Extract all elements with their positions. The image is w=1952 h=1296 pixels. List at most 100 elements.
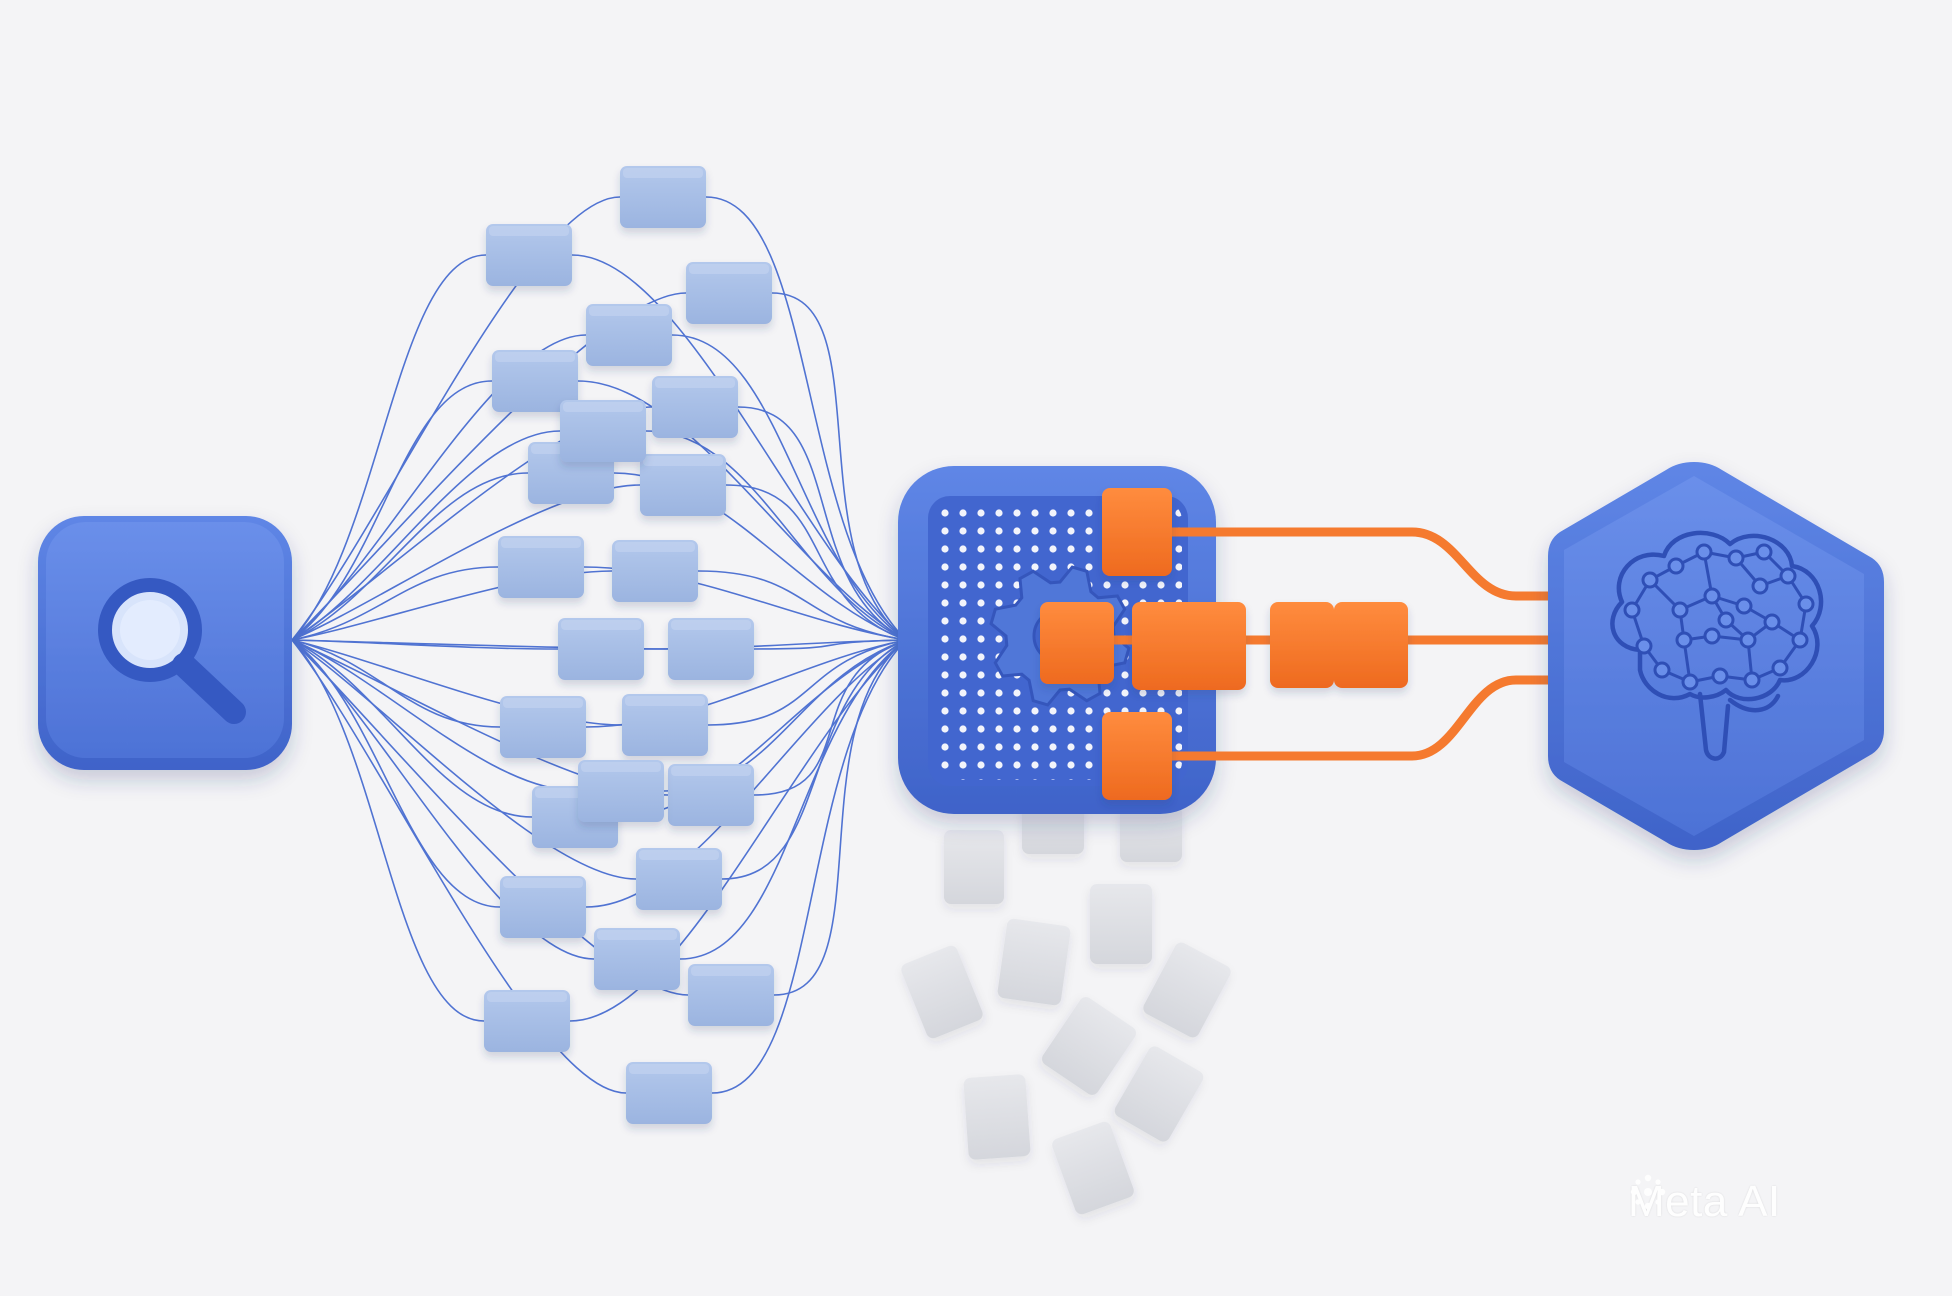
document-card (500, 876, 586, 938)
discarded-card (1041, 997, 1137, 1095)
brain-node-dot (1751, 577, 1769, 595)
discarded-card (1090, 884, 1152, 964)
brain-node-dot (1623, 601, 1641, 619)
fan-line (721, 639, 907, 880)
document-card (578, 760, 664, 822)
document-card (492, 350, 578, 412)
brain-node-dot (1635, 637, 1653, 655)
output-block (1040, 602, 1114, 684)
brain-node-dot (1755, 543, 1773, 561)
fan-line (291, 639, 485, 1022)
brain-node-dot (1653, 661, 1671, 679)
fan-line (737, 406, 907, 641)
document-card (560, 400, 646, 462)
discarded-card (1143, 942, 1231, 1038)
brain-node-dot (1711, 667, 1729, 685)
document-card (558, 618, 644, 680)
magnifier-icon (98, 578, 246, 724)
document-card (640, 454, 726, 516)
document-card (688, 964, 774, 1026)
discarded-card (901, 945, 983, 1039)
brain-node-dot (1791, 631, 1809, 649)
discarded-card (944, 830, 1004, 904)
fan-line (291, 430, 561, 641)
document-card (498, 536, 584, 598)
fan-line (753, 639, 907, 650)
brain-node-dot (1703, 627, 1721, 645)
output-block (1102, 712, 1172, 800)
fan-line (291, 254, 487, 641)
brain-node-dot (1743, 671, 1761, 689)
brain-node (1548, 462, 1884, 850)
brain-network-icon (1610, 530, 1824, 761)
fan-line (291, 639, 637, 880)
discarded-card (1114, 1046, 1204, 1142)
fan-line (671, 334, 907, 641)
brain-node-dot (1641, 571, 1659, 589)
fan-line (725, 484, 907, 641)
fan-line (773, 639, 907, 996)
fan-line (645, 430, 907, 641)
document-card (626, 1062, 712, 1124)
document-card (586, 304, 672, 366)
brain-node-dot (1695, 543, 1713, 561)
fan-line (291, 196, 621, 641)
output-block (1132, 602, 1246, 690)
brain-node-dot (1779, 567, 1797, 585)
brain-node-dot (1681, 673, 1699, 691)
discarded-card (1120, 806, 1182, 862)
discarded-card (1052, 1121, 1134, 1215)
fan-line (291, 380, 493, 641)
brain-node-dot (1797, 595, 1815, 613)
document-card (594, 928, 680, 990)
document-card (636, 848, 722, 910)
fan-line (291, 566, 499, 641)
discarded-card (997, 918, 1071, 1006)
document-card (500, 696, 586, 758)
document-card (620, 166, 706, 228)
fan-line (291, 472, 529, 641)
meta-ai-watermark: Meta AI (1628, 1172, 1781, 1232)
watermark-text: Meta AI (1628, 1177, 1781, 1226)
output-block (1102, 488, 1172, 576)
fan-line (571, 254, 907, 641)
meta-ai-sparkle-icon (1630, 1174, 1666, 1210)
brain-node-dot (1717, 611, 1735, 629)
fan-line (771, 292, 907, 641)
discarded-card (963, 1074, 1031, 1160)
fan-line (569, 639, 907, 1022)
document-card (652, 376, 738, 438)
document-card (668, 618, 754, 680)
fan-line (707, 639, 907, 726)
output-block (1270, 602, 1334, 688)
fan-line (291, 639, 579, 792)
brain-node-dot (1703, 587, 1721, 605)
brain-node-dot (1667, 557, 1685, 575)
document-card (612, 540, 698, 602)
brain-node-dot (1763, 613, 1781, 631)
brain-node-dot (1671, 601, 1689, 619)
brain-node-dot (1735, 597, 1753, 615)
brain-node-dot (1675, 631, 1693, 649)
discarded-cards (901, 800, 1231, 1215)
document-card (486, 224, 572, 286)
brain-node-dot (1739, 631, 1757, 649)
fan-line (291, 639, 501, 728)
document-cards (484, 166, 774, 1124)
fan-line (697, 570, 907, 641)
fan-line (291, 639, 627, 1094)
brain-node-dot (1771, 659, 1789, 677)
output-blocks (1040, 488, 1408, 800)
document-card (484, 990, 570, 1052)
document-card (686, 262, 772, 324)
fan-line (711, 639, 907, 1094)
brain-node-dot (1727, 549, 1745, 567)
fan-line (291, 639, 501, 908)
fan-line (291, 484, 641, 641)
document-card (668, 764, 754, 826)
document-card (622, 694, 708, 756)
fan-line (291, 639, 533, 818)
fan-line (705, 196, 907, 641)
